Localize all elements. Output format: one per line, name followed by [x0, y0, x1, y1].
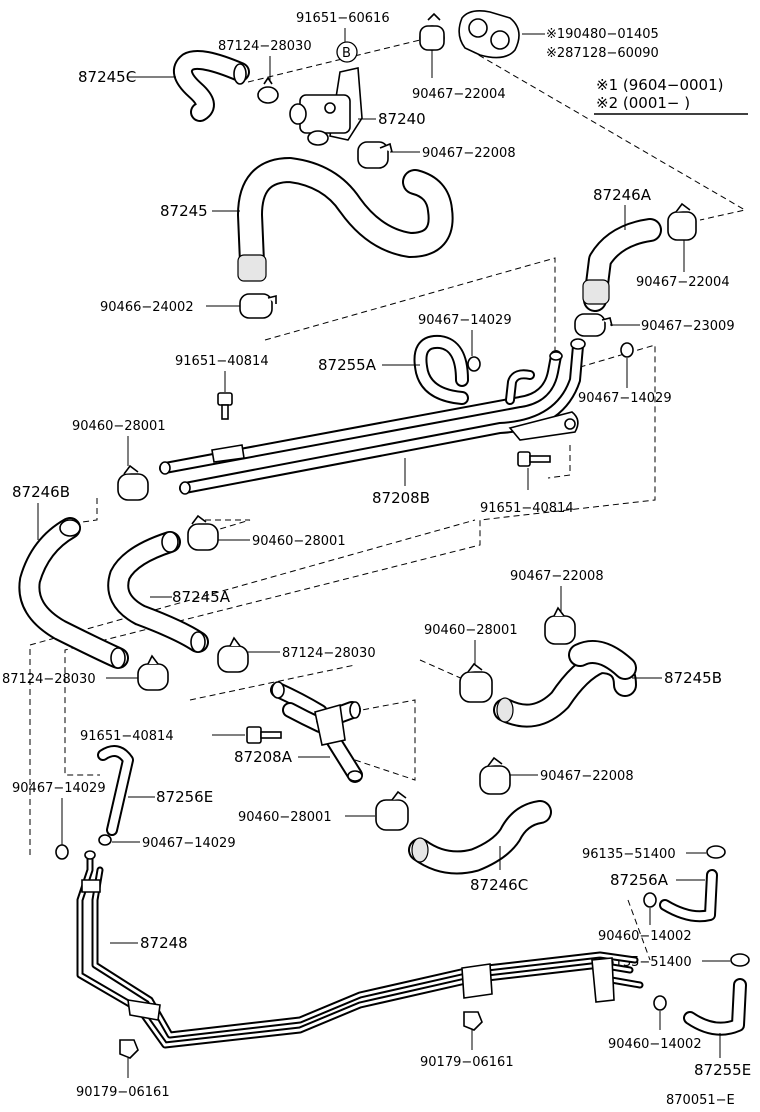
- clamp-90467-14029-mid[interactable]: [467, 356, 481, 372]
- nut-90179-06161-left[interactable]: [119, 1039, 139, 1059]
- label-87124-28030-left: 87124−28030: [2, 672, 96, 687]
- label-87245: 87245: [160, 202, 208, 220]
- label-90467-14029-right: 90467−14029: [578, 391, 672, 406]
- label-87246C: 87246C: [470, 876, 528, 894]
- diagram-id: 870051−E: [666, 1093, 735, 1108]
- label-87240: 87240: [378, 110, 426, 128]
- label-90467-23009: 90467−23009: [641, 319, 735, 334]
- clamp-90460-14002-a[interactable]: [643, 892, 657, 908]
- clamp-87124-28030-top[interactable]: [257, 76, 279, 104]
- hose-87245A[interactable]: [107, 531, 209, 653]
- legend-line-2: ※2 (0001− ): [596, 94, 690, 112]
- clamp-90467-22008-top[interactable]: [357, 141, 393, 169]
- label-87255E: 87255E: [694, 1061, 751, 1079]
- clamp-90467-14029-low[interactable]: [98, 834, 112, 846]
- label-87255A: 87255A: [318, 356, 377, 374]
- grommet-part[interactable]: [458, 10, 545, 59]
- label-91651-60616: 91651−60616: [296, 11, 390, 26]
- label-90467-22004-right: 90467−22004: [636, 275, 730, 290]
- hose-87245C[interactable]: [172, 50, 250, 122]
- label-87124-28030-top: 87124−28030: [218, 39, 312, 54]
- clamp-90460-14002-b[interactable]: [653, 995, 667, 1011]
- label-90460-14002-a: 90460−14002: [598, 929, 692, 944]
- label-90460-28001-mid: 90460−28001: [252, 534, 346, 549]
- label-87245C: 87245C: [78, 68, 136, 86]
- clamp-90467-22008-right[interactable]: [544, 606, 576, 645]
- cap-96135-51400-b[interactable]: [730, 953, 750, 967]
- hose-87245B[interactable]: [493, 640, 637, 728]
- water-tee-87208A[interactable]: [270, 681, 363, 783]
- clamp-90460-28001-low[interactable]: [375, 790, 409, 831]
- bolt-91651-40814-mid[interactable]: [517, 451, 551, 467]
- label-87248: 87248: [140, 934, 188, 952]
- label-87246B: 87246B: [12, 483, 70, 501]
- label-90466-24002: 90466−24002: [100, 300, 194, 315]
- label-90179-06161-left: 90179−06161: [76, 1085, 170, 1100]
- label-87246A: 87246A: [593, 186, 652, 204]
- clamp-90460-28001-left[interactable]: [117, 464, 149, 501]
- label-90467-14029-left: 90467−14029: [12, 781, 106, 796]
- label-90467-22008-low: 90467−22008: [540, 769, 634, 784]
- label-90467-22004-top: 90467−22004: [412, 87, 506, 102]
- callout-b-letter: B: [342, 46, 351, 61]
- legend-line-1: ※1 (9604−0001): [596, 76, 724, 94]
- label-87256E: 87256E: [156, 788, 213, 806]
- label-91651-40814-left: 91651−40814: [175, 354, 269, 369]
- water-valve-87240[interactable]: [289, 67, 363, 146]
- hose-87246C[interactable]: [408, 800, 552, 875]
- label-87245A: 87245A: [172, 588, 231, 606]
- hose-87256A[interactable]: [659, 869, 718, 923]
- label-91651-40814-low: 91651−40814: [80, 729, 174, 744]
- hose-87256E[interactable]: [97, 745, 134, 836]
- label-91651-40814-mid: 91651−40814: [480, 501, 574, 516]
- label-87208A: 87208A: [234, 748, 293, 766]
- clamp-90467-14029-right[interactable]: [620, 342, 634, 358]
- label-grommet-note-1: ※190480−01405: [546, 27, 659, 42]
- label-90179-06161-mid: 90179−06161: [420, 1055, 514, 1070]
- clamp-87124-28030-mid[interactable]: [217, 636, 249, 673]
- label-90467-14029-mid: 90467−14029: [418, 313, 512, 328]
- clamp-90460-28001-right[interactable]: [459, 662, 493, 703]
- clamp-90467-23009[interactable]: [574, 313, 613, 337]
- label-90460-28001-right: 90460−28001: [424, 623, 518, 638]
- label-90460-14002-b: 90460−14002: [608, 1037, 702, 1052]
- clamp-90466-24002[interactable]: [239, 293, 277, 319]
- clamp-90460-28001-mid[interactable]: [187, 514, 219, 551]
- label-87256A: 87256A: [610, 871, 669, 889]
- hose-87246B[interactable]: [18, 517, 129, 669]
- water-pipe-87208B[interactable]: [159, 338, 586, 495]
- label-87124-28030-mid: 87124−28030: [282, 646, 376, 661]
- bolt-91651-40814-left[interactable]: [217, 392, 233, 420]
- label-87245B: 87245B: [664, 669, 722, 687]
- label-87208B: 87208B: [372, 489, 430, 507]
- label-90467-14029-low: 90467−14029: [142, 836, 236, 851]
- nut-90179-06161-mid[interactable]: [463, 1011, 483, 1031]
- clamp-90467-22004-top[interactable]: [419, 12, 445, 78]
- label-96135-51400-a: 96135−51400: [582, 847, 676, 862]
- clamp-90467-22004-right[interactable]: [667, 202, 697, 241]
- hose-87255A[interactable]: [413, 334, 469, 405]
- bolt-91651-40814-low[interactable]: [246, 726, 282, 744]
- label-90467-22008-top: 90467−22008: [422, 146, 516, 161]
- clamp-90467-14029-left[interactable]: [55, 844, 69, 860]
- hose-87255E[interactable]: [683, 978, 747, 1036]
- callout-b: B: [336, 41, 358, 63]
- cap-96135-51400-a[interactable]: [706, 845, 726, 859]
- clamp-87124-28030-left[interactable]: [137, 654, 169, 691]
- hose-87245[interactable]: [237, 157, 454, 282]
- label-grommet-note-2: ※287128−60090: [546, 46, 659, 61]
- label-90460-28001-low: 90460−28001: [238, 810, 332, 825]
- label-90460-28001-left: 90460−28001: [72, 419, 166, 434]
- hose-87246A[interactable]: [582, 218, 662, 312]
- water-pipe-87248[interactable]: [76, 850, 644, 1049]
- clamp-90467-22008-low[interactable]: [479, 756, 511, 795]
- legend: ※1 (9604−0001) ※2 (0001− ): [594, 76, 748, 115]
- assembly-guide-lines: [29, 39, 747, 961]
- label-90467-22008-right: 90467−22008: [510, 569, 604, 584]
